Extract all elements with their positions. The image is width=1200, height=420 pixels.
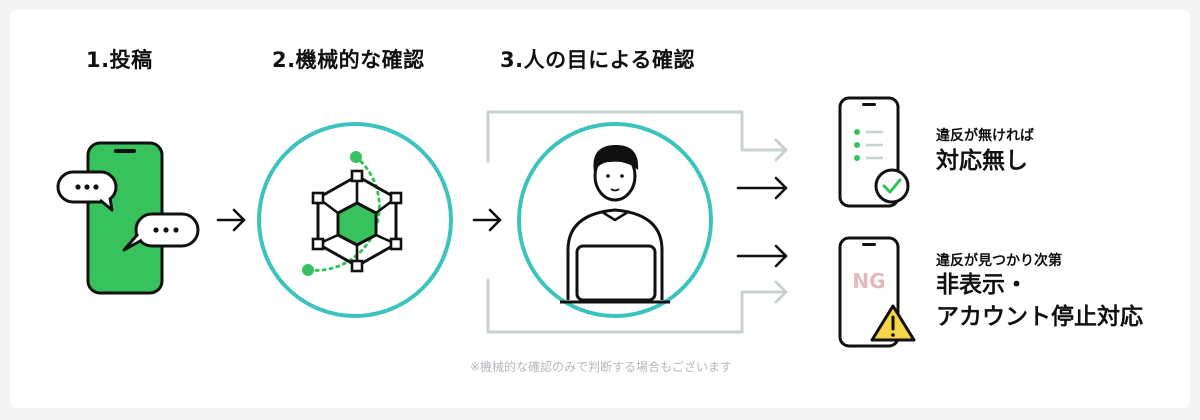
arrow-right-icon xyxy=(736,176,788,200)
chat-bubble-icon xyxy=(122,212,200,252)
ok-result-text: 対応無し xyxy=(936,148,1028,174)
step-1-title: 1.投稿 xyxy=(86,48,153,72)
chat-bubble-icon xyxy=(56,170,118,212)
step-2-title: 2.機械的な確認 xyxy=(272,48,425,72)
arrow-right-icon xyxy=(736,244,788,268)
step-3-title: 3.人の目による確認 xyxy=(500,48,695,72)
arrow-right-icon xyxy=(216,208,246,232)
ng-condition-text: 違反が見つかり次第 xyxy=(936,253,1062,269)
footnote: ※機械的な確認のみで判断する場合もございます xyxy=(470,360,733,374)
check-badge-icon xyxy=(874,168,910,204)
ng-badge-text: NG xyxy=(852,269,885,293)
arrow-right-icon xyxy=(472,208,502,232)
ok-condition-text: 違反が無ければ xyxy=(936,128,1034,144)
warning-icon xyxy=(870,304,916,342)
review-path-lines xyxy=(486,110,788,334)
person-laptop-icon xyxy=(560,144,670,304)
network-hexagon-icon xyxy=(302,151,403,276)
ng-result-line-2: アカウント停止対応 xyxy=(936,304,1143,330)
ng-result-line-1: 非表示・ xyxy=(936,272,1028,298)
